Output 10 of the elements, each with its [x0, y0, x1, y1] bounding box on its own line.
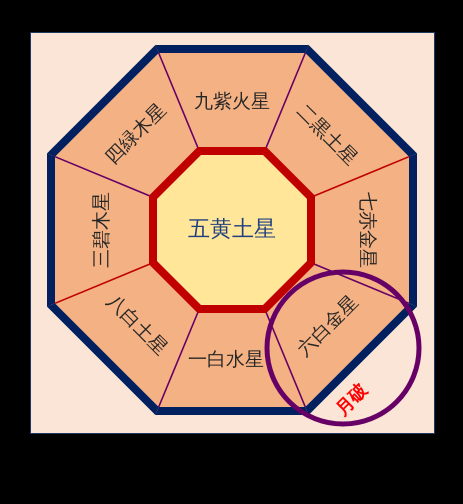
sector-label: 八白土星 [104, 291, 171, 358]
sector-label: 七赤金星 [358, 192, 376, 268]
sector-label: 九紫火星 [194, 92, 270, 112]
circle-label: 月破 [332, 380, 372, 420]
sector-label: 一白水星 [188, 350, 264, 370]
sector-label: 三碧木星 [92, 192, 112, 268]
sector-label: 六白金星 [294, 292, 362, 360]
sector-label: 四緑木星 [102, 100, 170, 168]
sector-label: 二黒土星 [293, 102, 360, 169]
center-label: 五黄土星 [188, 219, 276, 241]
